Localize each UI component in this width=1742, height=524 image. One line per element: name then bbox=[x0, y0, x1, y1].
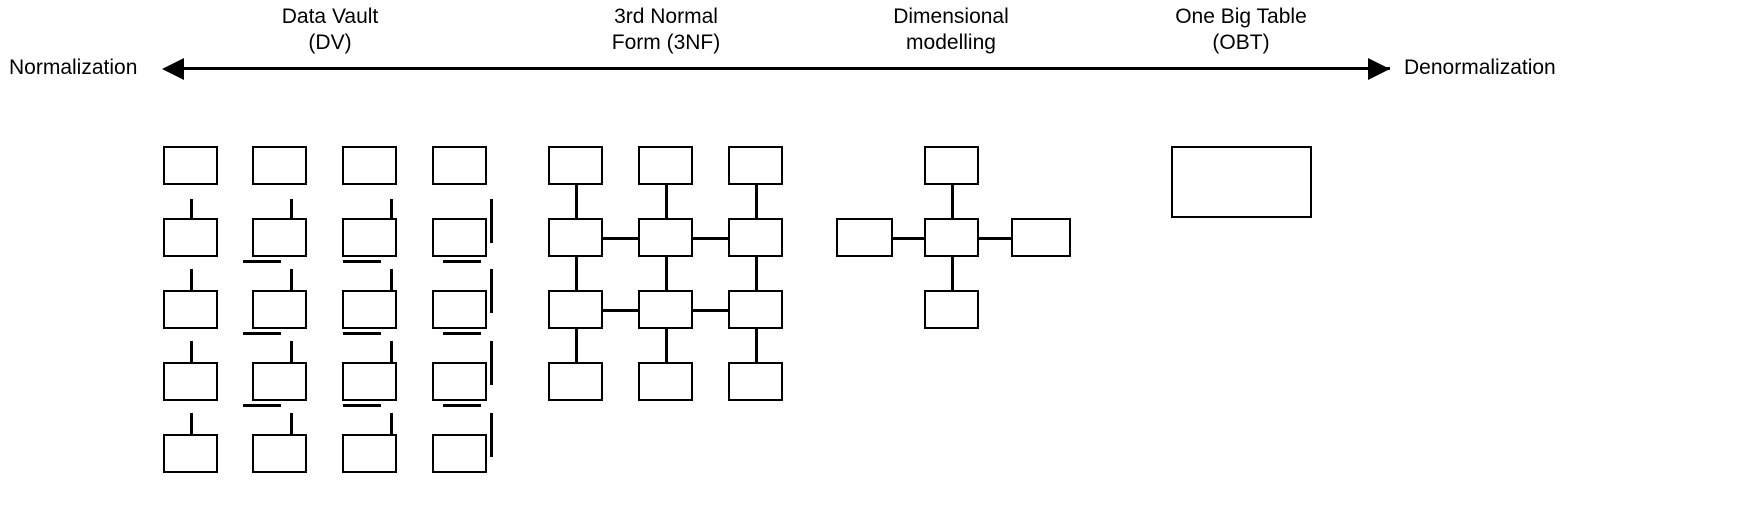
dv-node bbox=[342, 218, 397, 257]
dv-node bbox=[432, 146, 487, 185]
column-label-line1: 3rd Normal bbox=[614, 5, 718, 28]
column-label-line2: Form (3NF) bbox=[611, 31, 721, 54]
dim-node-fact-center bbox=[924, 218, 979, 257]
tnf-link-vertical bbox=[755, 257, 758, 291]
column-label-dimensional-modelling: Dimensional modelling bbox=[821, 4, 1081, 56]
spectrum-axis-line bbox=[180, 67, 1390, 70]
axis-label-normalization: Normalization bbox=[9, 56, 138, 79]
tnf-node bbox=[548, 362, 603, 401]
dv-link-vertical bbox=[490, 199, 493, 243]
column-label-data-vault: Data Vault (DV) bbox=[200, 4, 460, 56]
tnf-link-vertical bbox=[755, 185, 758, 219]
dv-node bbox=[252, 362, 307, 401]
tnf-node bbox=[548, 218, 603, 257]
tnf-node bbox=[548, 290, 603, 329]
column-label-line2: (DV) bbox=[308, 31, 352, 54]
tnf-link-vertical bbox=[665, 185, 668, 219]
tnf-node bbox=[638, 362, 693, 401]
dv-node bbox=[342, 362, 397, 401]
axis-label-denormalization: Denormalization bbox=[1404, 56, 1556, 79]
tnf-node bbox=[638, 290, 693, 329]
dv-link-horizontal bbox=[343, 404, 381, 407]
dv-node bbox=[432, 218, 487, 257]
dv-node bbox=[163, 218, 218, 257]
column-label-line2: modelling bbox=[906, 31, 996, 54]
dim-node-top bbox=[924, 146, 979, 185]
tnf-link-vertical bbox=[665, 329, 668, 363]
tnf-link-horizontal bbox=[603, 309, 638, 312]
dim-node-bottom bbox=[924, 290, 979, 329]
dv-link-horizontal bbox=[443, 332, 481, 335]
dv-node bbox=[252, 290, 307, 329]
tnf-link-vertical bbox=[665, 257, 668, 291]
tnf-link-vertical bbox=[575, 257, 578, 291]
dv-link-horizontal bbox=[343, 260, 381, 263]
obt-node-wide-table bbox=[1171, 146, 1312, 218]
tnf-link-vertical bbox=[575, 185, 578, 219]
dim-node-right bbox=[1011, 218, 1071, 257]
dim-link-right bbox=[979, 237, 1011, 240]
arrow-head-right-icon bbox=[1368, 58, 1390, 80]
dv-node bbox=[163, 290, 218, 329]
tnf-node bbox=[728, 362, 783, 401]
tnf-link-horizontal bbox=[693, 237, 728, 240]
dv-node bbox=[432, 362, 487, 401]
tnf-node bbox=[728, 146, 783, 185]
arrow-head-left-icon bbox=[162, 58, 184, 80]
dv-link-horizontal bbox=[443, 260, 481, 263]
column-label-line1: Data Vault bbox=[281, 5, 379, 28]
dv-node bbox=[342, 146, 397, 185]
dv-node bbox=[432, 434, 487, 473]
tnf-node bbox=[728, 290, 783, 329]
dim-link-left bbox=[893, 237, 925, 240]
tnf-link-horizontal bbox=[693, 309, 728, 312]
dv-link-vertical bbox=[490, 413, 493, 457]
tnf-link-vertical bbox=[575, 329, 578, 363]
column-label-3nf: 3rd Normal Form (3NF) bbox=[536, 4, 796, 56]
tnf-link-vertical bbox=[755, 329, 758, 363]
dv-link-horizontal bbox=[443, 404, 481, 407]
dim-node-left bbox=[836, 218, 893, 257]
column-label-line1: Dimensional bbox=[893, 5, 1009, 28]
dv-node bbox=[163, 362, 218, 401]
tnf-node bbox=[638, 146, 693, 185]
dim-link-top bbox=[951, 185, 954, 219]
dv-link-vertical bbox=[490, 269, 493, 313]
tnf-node bbox=[638, 218, 693, 257]
dv-node bbox=[163, 146, 218, 185]
dv-link-horizontal bbox=[243, 260, 281, 263]
dv-link-horizontal bbox=[243, 332, 281, 335]
dim-link-bottom bbox=[951, 257, 954, 291]
column-label-one-big-table: One Big Table (OBT) bbox=[1111, 4, 1371, 56]
tnf-node bbox=[728, 218, 783, 257]
tnf-node bbox=[548, 146, 603, 185]
dv-node bbox=[252, 434, 307, 473]
tnf-link-horizontal bbox=[603, 237, 638, 240]
dv-link-vertical bbox=[490, 341, 493, 385]
dv-node bbox=[163, 434, 218, 473]
column-label-line1: One Big Table bbox=[1175, 5, 1307, 28]
dv-node bbox=[252, 218, 307, 257]
column-label-line2: (OBT) bbox=[1212, 31, 1270, 54]
dv-node bbox=[252, 146, 307, 185]
dv-link-horizontal bbox=[243, 404, 281, 407]
dv-link-horizontal bbox=[343, 332, 381, 335]
dv-node bbox=[342, 434, 397, 473]
dv-node bbox=[432, 290, 487, 329]
dv-node bbox=[342, 290, 397, 329]
